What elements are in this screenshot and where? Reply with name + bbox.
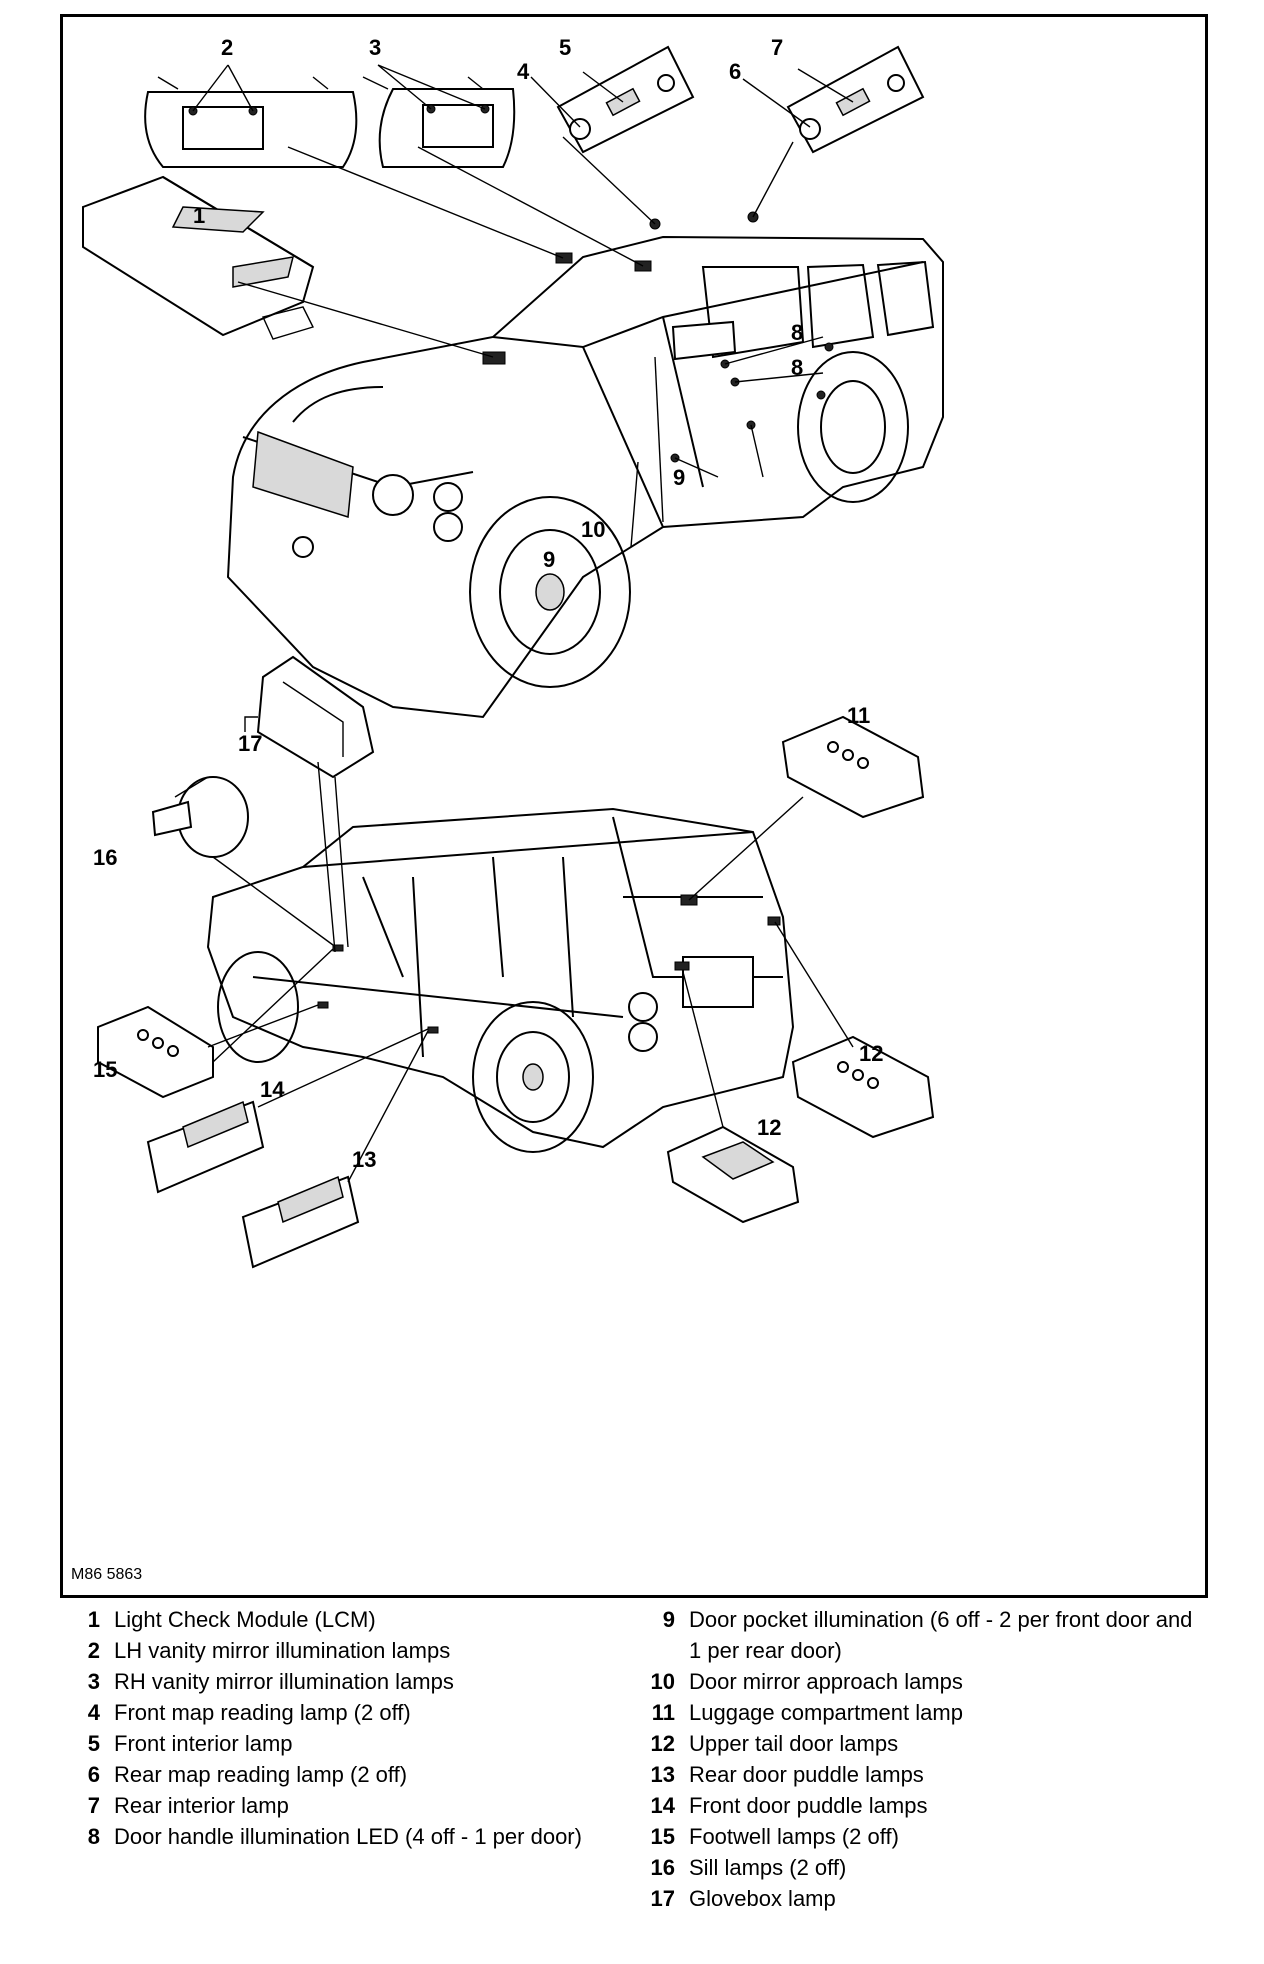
legend-item: 2 LH vanity mirror illumination lamps [60, 1635, 520, 1666]
sill-lamp-part [151, 776, 249, 858]
legend-item: 16 Sill lamps (2 off) [635, 1852, 1205, 1883]
legend-text: Front door puddle lamps [689, 1793, 928, 1818]
legend-text: Door pocket illumination (6 off - 2 per … [689, 1607, 1199, 1663]
legend: 1 Light Check Module (LCM) 2 LH vanity mir… [60, 1604, 1208, 1954]
callout-14: 14 [260, 1077, 285, 1102]
legend-text: Footwell lamps (2 off) [689, 1824, 899, 1849]
legend-item: 8 Door handle illumination LED (4 off - 1… [60, 1821, 620, 1852]
legend-item: 5 Front interior lamp [60, 1728, 520, 1759]
legend-number: 1 [87, 1607, 100, 1632]
legend-column-left: 1 Light Check Module (LCM) 2 LH vanity mir… [60, 1604, 582, 1852]
lh-vanity-mirror-part [144, 76, 358, 168]
legend-text: Front interior lamp [114, 1731, 293, 1756]
callout-15: 15 [93, 1057, 117, 1082]
legend-text: Rear interior lamp [114, 1793, 289, 1818]
front-interior-lamp-part [556, 45, 695, 154]
legend-text: Upper tail door lamps [689, 1731, 899, 1756]
legend-item: 1 Light Check Module (LCM) [60, 1604, 520, 1635]
legend-text: LH vanity mirror illumination lamps [114, 1638, 451, 1663]
legend-text: Door mirror approach lamps [689, 1669, 963, 1694]
legend-item: 10 Door mirror approach lamps [635, 1666, 1205, 1697]
legend-number: 14 [650, 1793, 675, 1818]
callout-12b: 12 [757, 1115, 781, 1140]
legend-number: 11 [651, 1700, 675, 1725]
legend-number: 5 [87, 1731, 100, 1756]
rear-door-puddle-lamp-part [241, 1175, 360, 1269]
callout-4: 4 [517, 59, 530, 84]
legend-text: Glovebox lamp [689, 1886, 836, 1911]
legend-number: 15 [650, 1824, 675, 1849]
upper-leader-lines [192, 64, 854, 548]
legend-item: 3 RH vanity mirror illumination lamps [60, 1666, 520, 1697]
legend-column-right: 9 Door pocket illumination (6 off - 2 per… [635, 1604, 1205, 1914]
callout-16: 16 [93, 845, 117, 870]
callout-17: 17 [238, 731, 262, 756]
figure-id: M86 5863 [71, 1566, 142, 1583]
legend-text: Light Check Module (LCM) [114, 1607, 376, 1632]
light-check-module-part [82, 175, 315, 340]
legend-number: 9 [662, 1607, 675, 1632]
callout-13: 13 [352, 1147, 376, 1172]
rear-vehicle-drawing [206, 807, 795, 1153]
legend-item: 17 Glovebox lamp [635, 1883, 1205, 1914]
callout-8b: 8 [791, 355, 803, 380]
lower-tail-door-lamp-part [666, 1125, 800, 1224]
legend-number: 7 [87, 1793, 100, 1818]
diagram-figure: 1 2 3 4 5 6 7 8 8 9 9 10 11 12 12 13 14 … [60, 14, 1208, 1598]
legend-number: 3 [87, 1669, 100, 1694]
legend-number: 13 [650, 1762, 675, 1787]
legend-item: 4 Front map reading lamp (2 off) [60, 1697, 520, 1728]
legend-item: 12 Upper tail door lamps [635, 1728, 1205, 1759]
diagram-svg: 1 2 3 4 5 6 7 8 8 9 9 10 11 12 12 13 14 … [71, 35, 944, 1583]
legend-number: 17 [650, 1886, 675, 1911]
legend-text: Sill lamps (2 off) [689, 1855, 847, 1880]
callout-9b: 9 [543, 547, 555, 572]
callout-10: 10 [581, 517, 605, 542]
legend-text: Luggage compartment lamp [689, 1700, 963, 1725]
legend-number: 16 [650, 1855, 675, 1880]
legend-number: 10 [650, 1669, 675, 1694]
legend-number: 12 [650, 1731, 675, 1756]
rh-vanity-mirror-part [362, 76, 516, 168]
legend-item: 11 Luggage compartment lamp [635, 1697, 1205, 1728]
callout-2: 2 [221, 35, 233, 60]
callout-labels: 1 2 3 4 5 6 7 8 8 9 9 10 11 12 12 13 14 … [93, 35, 883, 1172]
footwell-lamp-part [97, 1005, 214, 1099]
legend-item: 9 Door pocket illumination (6 off - 2 per… [635, 1604, 1205, 1666]
legend-number: 2 [87, 1638, 100, 1663]
upper-tail-door-lamp-part [791, 1035, 935, 1139]
front-vehicle-drawing [226, 211, 944, 719]
legend-text: Front map reading lamp (2 off) [114, 1700, 411, 1725]
callout-3: 3 [369, 35, 381, 60]
glovebox-lamp-part [244, 655, 375, 779]
callout-8a: 8 [791, 320, 803, 345]
legend-number: 8 [87, 1824, 100, 1849]
callout-6: 6 [729, 59, 741, 84]
front-door-puddle-lamp-part [146, 1100, 265, 1194]
legend-number: 4 [87, 1700, 100, 1725]
legend-number: 6 [87, 1762, 100, 1787]
legend-item: 13 Rear door puddle lamps [635, 1759, 1205, 1790]
callout-12a: 12 [859, 1041, 883, 1066]
lower-leader-lines [207, 761, 854, 1183]
callout-7: 7 [771, 35, 783, 60]
legend-text: Rear door puddle lamps [689, 1762, 924, 1787]
callout-5: 5 [559, 35, 571, 60]
legend-item: 14 Front door puddle lamps [635, 1790, 1205, 1821]
legend-text: RH vanity mirror illumination lamps [114, 1669, 454, 1694]
callout-11: 11 [847, 703, 870, 728]
callout-9a: 9 [673, 465, 685, 490]
legend-item: 7 Rear interior lamp [60, 1790, 520, 1821]
legend-item: 15 Footwell lamps (2 off) [635, 1821, 1205, 1852]
legend-text: Rear map reading lamp (2 off) [114, 1762, 408, 1787]
legend-text: Door handle illumination LED (4 off - 1 … [114, 1824, 582, 1849]
callout-1: 1 [193, 203, 205, 228]
rear-interior-lamp-part [786, 45, 925, 154]
luggage-compartment-lamp-part [781, 715, 925, 819]
legend-item: 6 Rear map reading lamp (2 off) [60, 1759, 520, 1790]
